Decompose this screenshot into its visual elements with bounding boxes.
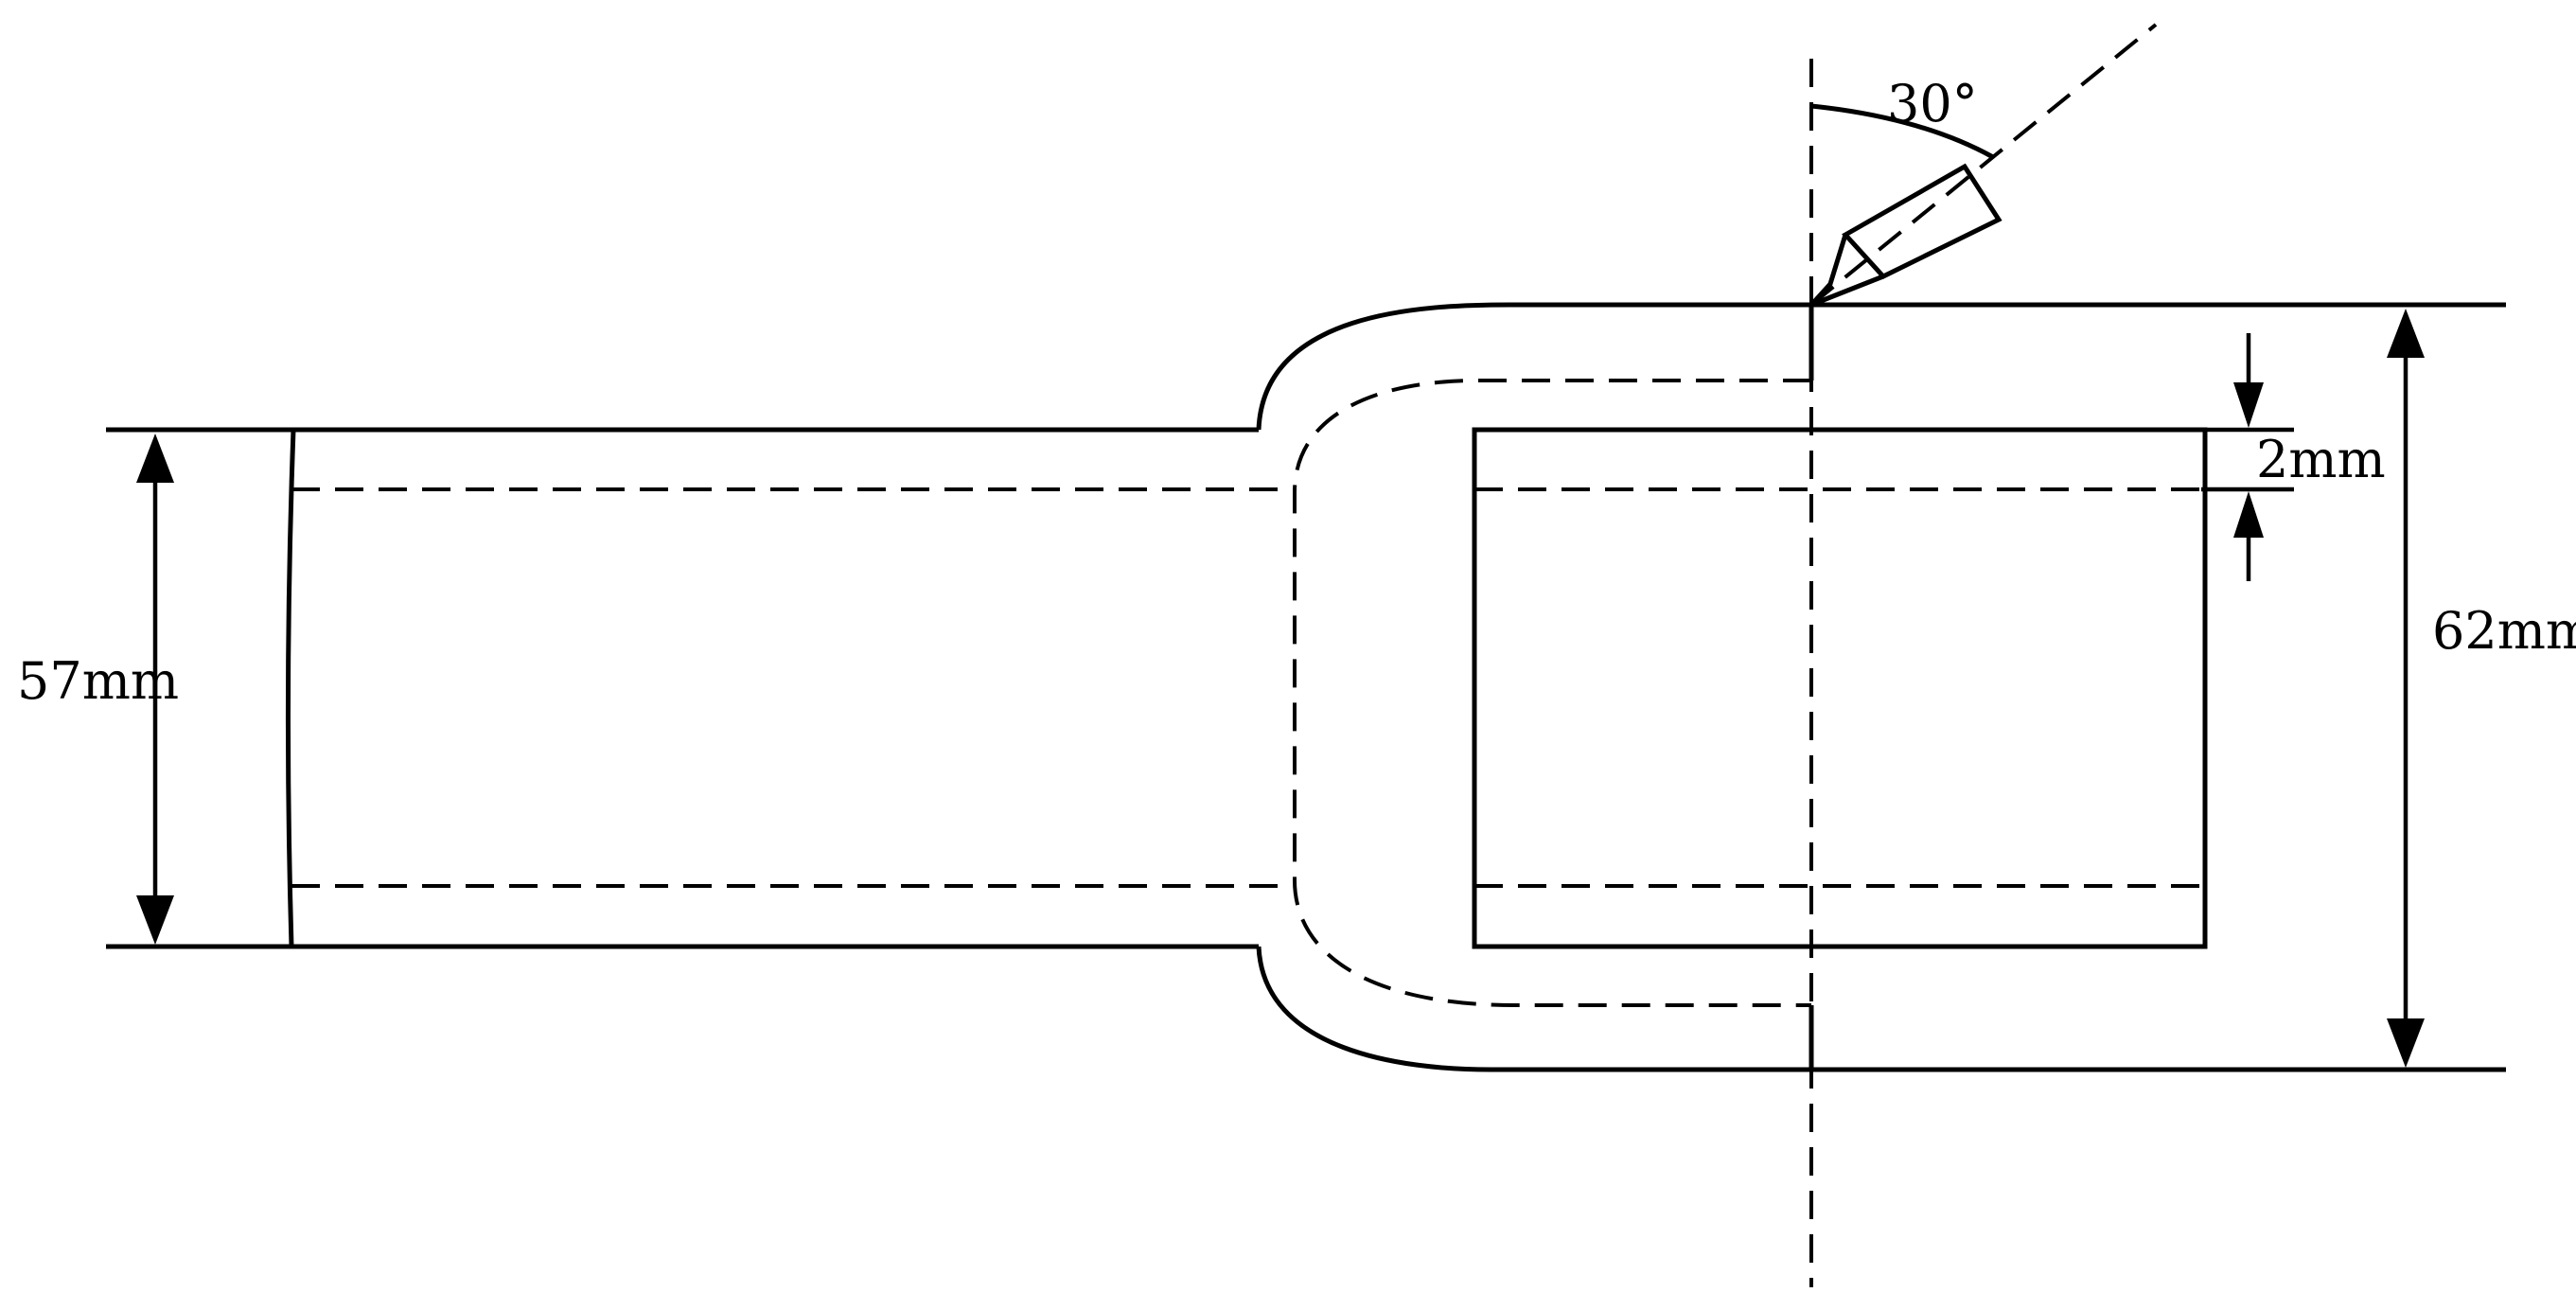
socket-outer-bottom	[1256, 946, 2506, 1072]
narrow-tube-cut-edge	[285, 429, 296, 947]
welding-torch: 30°	[1809, 23, 2158, 308]
angle-label: 30°	[1887, 74, 1978, 133]
dimension-2mm: 2mm	[2201, 333, 2386, 581]
dim-57-arrow-top	[136, 434, 174, 483]
dim-62-label: 62mm	[2432, 601, 2576, 661]
torch-nozzle	[1809, 234, 1884, 308]
inserted-pipe-outline	[1472, 427, 2208, 949]
dim-2-arrow-up	[2233, 491, 2264, 538]
dim-62-arrow-bottom	[2387, 1018, 2425, 1068]
dim-57-arrow-bottom	[136, 895, 174, 945]
dimension-62mm: 62mm	[2387, 309, 2576, 1068]
dim-2-label: 2mm	[2256, 430, 2386, 489]
dim-2-arrow-down	[2233, 382, 2264, 428]
torch-axis-line	[1809, 23, 2158, 307]
dimension-57mm: 57mm	[17, 434, 179, 945]
narrow-tube	[106, 427, 1293, 949]
dim-62-arrow-top	[2387, 309, 2425, 358]
dim-57-label: 57mm	[17, 651, 179, 711]
socket-outer-top	[1256, 302, 2506, 431]
angle-arc	[1810, 103, 1995, 160]
inserted-pipe	[1472, 427, 2208, 949]
socket-inner-top	[1293, 379, 1811, 1007]
torch-body	[1842, 163, 2003, 280]
flared-socket	[1256, 302, 2506, 1072]
